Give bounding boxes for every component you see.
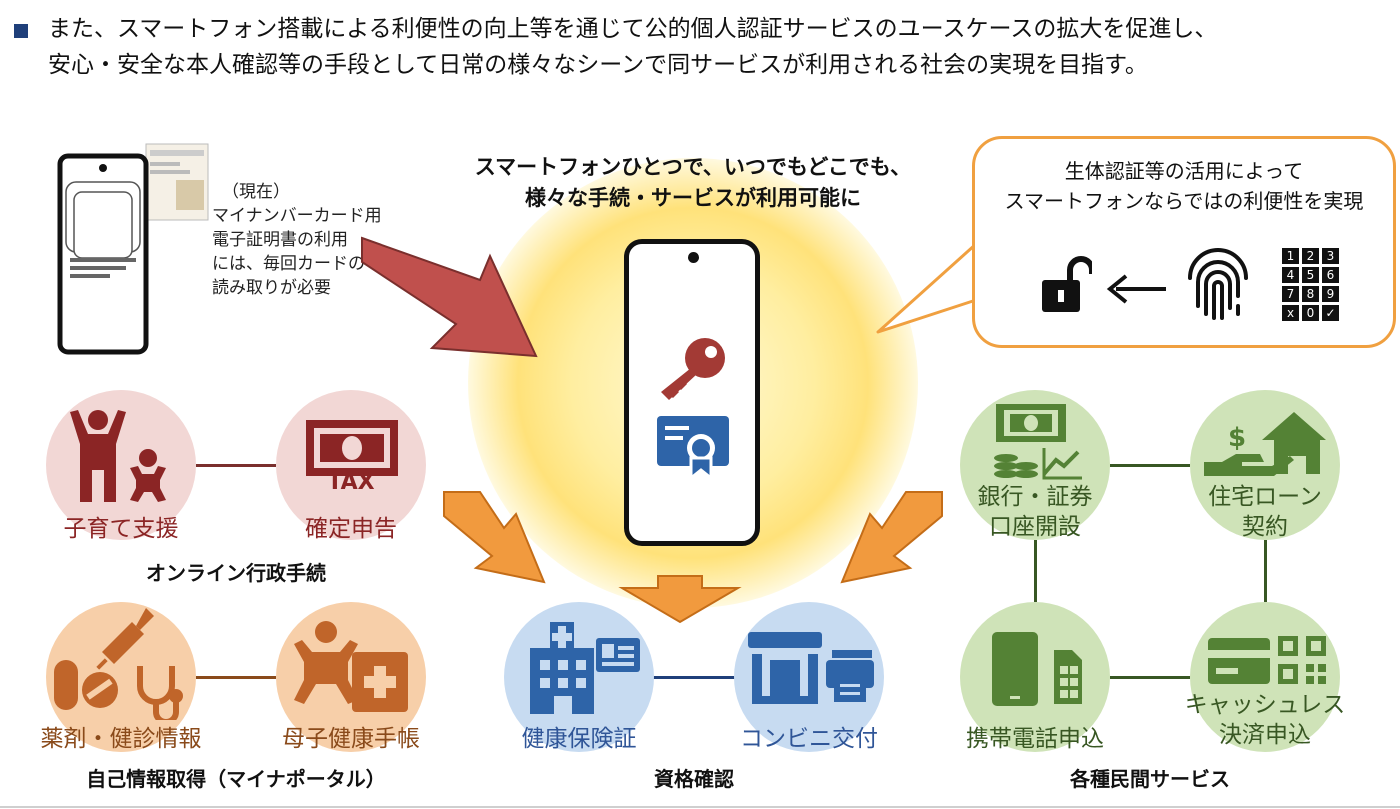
home-loan-icon: $ — [1204, 412, 1326, 476]
orange-arrow-down-icon — [618, 575, 742, 624]
left-arrow-icon — [1106, 274, 1166, 304]
group-title-qualification: 資格確認 — [654, 767, 734, 791]
label-tax-return: 確定申告 — [305, 516, 397, 542]
footer-divider — [0, 806, 1400, 808]
red-arrow-icon — [361, 236, 538, 358]
medicine-checkup-icon — [54, 608, 183, 720]
group-title-online: オンライン行政手続 — [146, 561, 326, 585]
certificate-icon — [657, 416, 729, 480]
center-title-line-2: 様々な手続・サービスが利用可能に — [525, 186, 861, 210]
bubble-line-1: 生体認証等の活用によって — [1064, 159, 1304, 183]
keypad-key: 9 — [1322, 286, 1339, 302]
keypad-key: 4 — [1282, 267, 1299, 283]
connector-online — [196, 464, 276, 467]
current-line-2: マイナンバーカード用 — [212, 206, 382, 226]
keypad-key: 0 — [1302, 305, 1319, 321]
tax-money-icon — [306, 420, 398, 476]
label-cashless-1: キャッシュレス — [1184, 692, 1346, 718]
label-mobile: 携帯電話申込 — [966, 726, 1104, 752]
keypad-key: 2 — [1302, 248, 1319, 264]
keypad-key: 6 — [1322, 267, 1339, 283]
keypad-key: 1 — [1282, 248, 1299, 264]
store-printer-icon — [748, 632, 874, 704]
parent-child-icon — [70, 410, 166, 502]
card-reading-phone-illustration — [57, 143, 209, 355]
keypad-key: ✓ — [1322, 305, 1339, 321]
label-loan-2: 契約 — [1242, 514, 1288, 540]
orange-arrow-left-icon — [443, 491, 546, 584]
connector-private-left — [1034, 540, 1037, 602]
orange-arrow-right-icon — [840, 491, 943, 584]
label-bank-1: 銀行・証券 — [977, 484, 1093, 510]
label-loan-1: 住宅ローン — [1208, 484, 1322, 510]
key-icon — [661, 338, 725, 400]
label-childcare: 子育て支援 — [63, 516, 179, 542]
connector-private-top — [1110, 464, 1190, 467]
keypad-key: 8 — [1302, 286, 1319, 302]
group-title-self-info: 自己情報取得（マイナポータル） — [86, 767, 386, 791]
label-medicine: 薬剤・健診情報 — [40, 726, 202, 752]
fingerprint-icon — [1188, 248, 1248, 320]
keypad-key: 5 — [1302, 267, 1319, 283]
bubble-line-2: スマートフォンならではの利便性を実現 — [1004, 189, 1364, 213]
header-line-2: 安心・安全な本人確認等の手段として日常の様々なシーンで同サービスが利用される社会… — [48, 52, 1148, 78]
connector-private-bottom — [1110, 676, 1190, 679]
mobile-sim-icon — [992, 632, 1082, 706]
header-line-1: また、スマートフォン搭載による利便性の向上等を通じて公的個人認証サービスのユース… — [48, 16, 1218, 42]
bubble-text: 生体認証等の活用によって スマートフォンならではの利便性を実現 — [972, 156, 1396, 216]
phone-camera-icon — [688, 252, 699, 263]
connector-self-info — [196, 676, 276, 679]
keypad-key: 3 — [1322, 248, 1339, 264]
center-title: スマートフォンひとつで、いつでもどこでも、 様々な手続・サービスが利用可能に — [468, 152, 918, 214]
label-insurance: 健康保険証 — [521, 726, 637, 752]
keypad-key: x — [1282, 305, 1299, 321]
bubble-tail — [876, 240, 980, 334]
connector-private-right — [1264, 540, 1267, 602]
speech-bubble — [972, 136, 1396, 348]
current-description: （現在） マイナンバーカード用 電子証明書の利用 には、毎回カードの 読み取りが… — [212, 180, 412, 300]
current-line-1: （現在） — [222, 182, 290, 202]
group-title-private: 各種民間サービス — [1070, 767, 1230, 791]
current-line-3: 電子証明書の利用 — [212, 230, 348, 250]
center-title-line-1: スマートフォンひとつで、いつでもどこでも、 — [474, 155, 912, 179]
label-convenience: コンビニ交付 — [740, 726, 878, 752]
label-cashless-2: 決済申込 — [1219, 722, 1311, 748]
center-smartphone — [624, 239, 760, 546]
connector-qualification — [652, 676, 736, 679]
bullet-square-icon — [14, 24, 28, 38]
card-qr-icon — [1208, 636, 1326, 684]
hospital-id-card-icon — [530, 622, 640, 714]
current-line-5: 読み取りが必要 — [212, 278, 331, 298]
bank-securities-icon — [994, 404, 1082, 480]
tax-text: TAX — [327, 470, 375, 495]
maternal-handbook-icon — [294, 621, 408, 712]
current-line-4: には、毎回カードの — [212, 254, 365, 274]
unlocked-padlock-icon — [1042, 256, 1092, 312]
svg-text:$: $ — [1228, 423, 1246, 453]
keypad-key: 7 — [1282, 286, 1299, 302]
label-bank-2: 口座開設 — [989, 514, 1081, 540]
label-maternal: 母子健康手帳 — [282, 726, 420, 752]
keypad-icon: 1 2 3 4 5 6 7 8 9 x 0 ✓ — [1282, 248, 1342, 321]
